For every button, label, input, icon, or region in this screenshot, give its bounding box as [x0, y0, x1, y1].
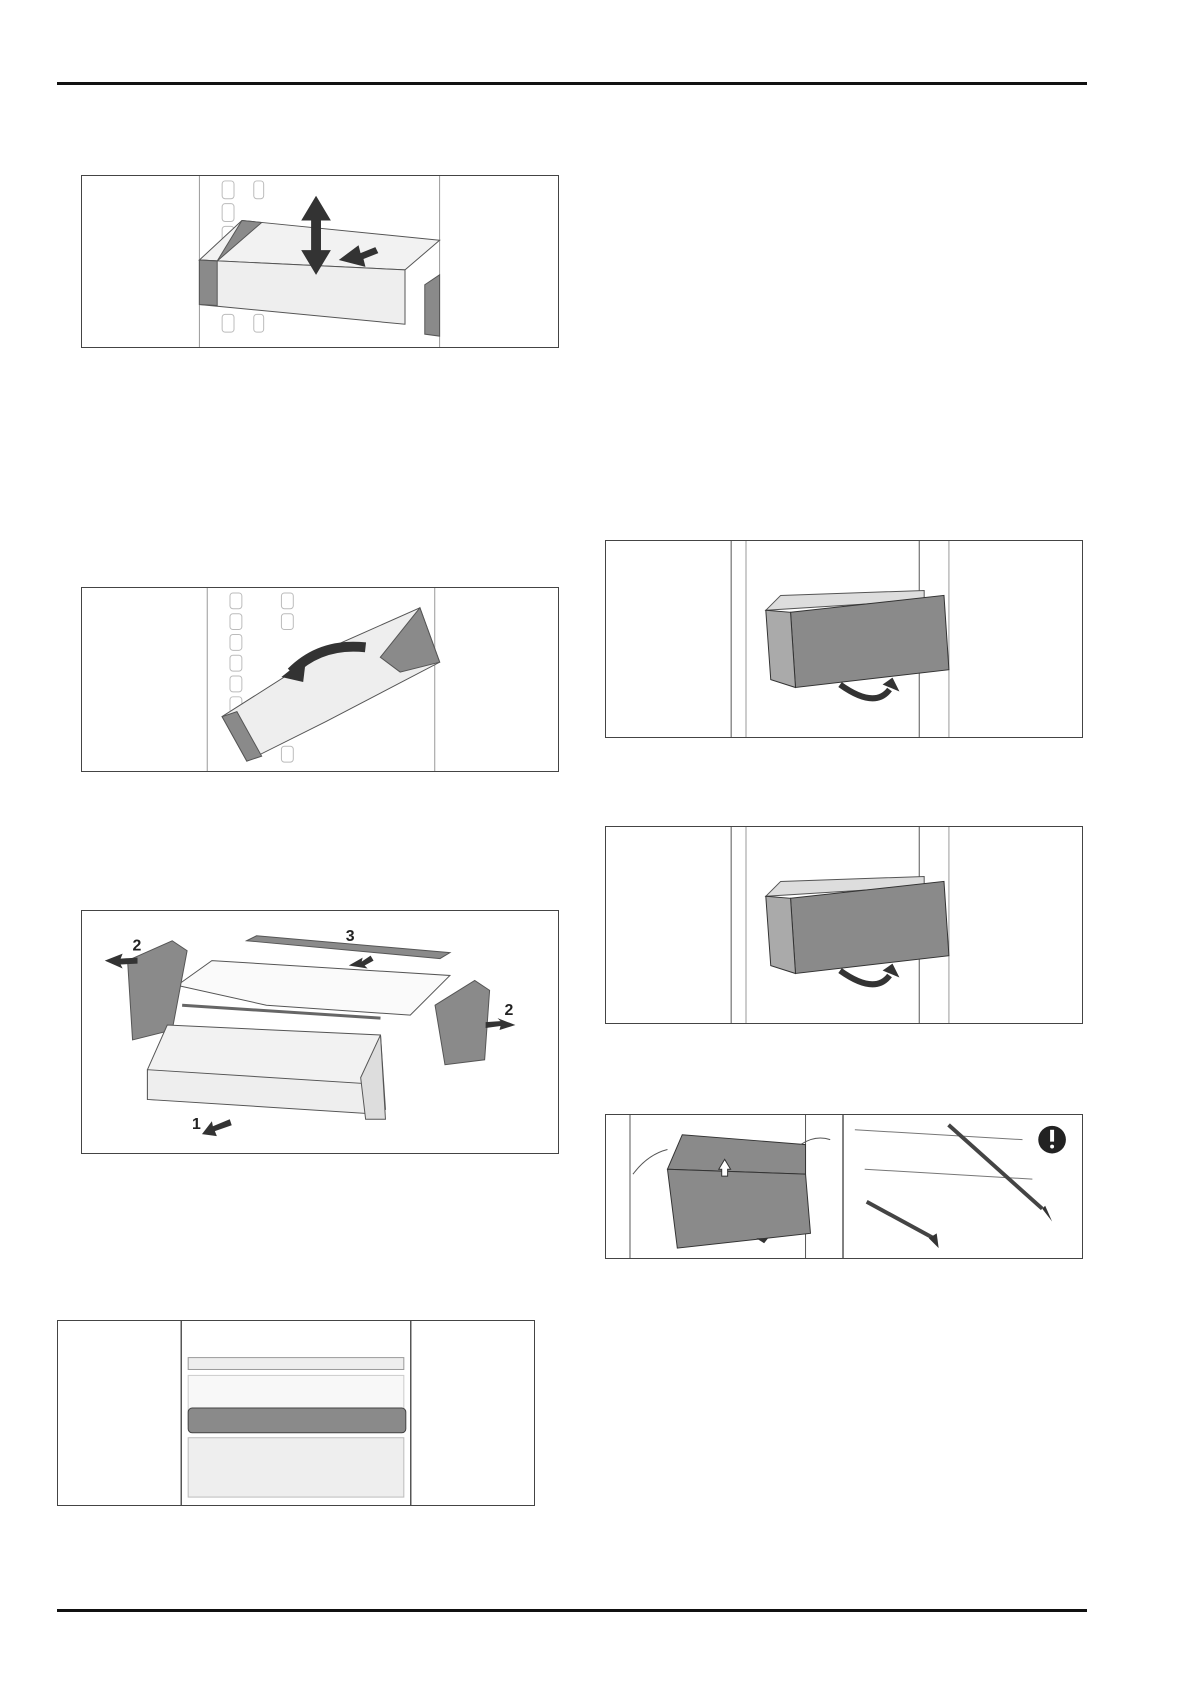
figure-drawer-rails [605, 1114, 1083, 1259]
drawer-close-drawing [606, 827, 1082, 1023]
step-label-3: 3 [346, 928, 355, 945]
shelf-tilt-drawing [82, 588, 558, 771]
footer-rule [57, 1609, 1087, 1612]
step-label-2-left: 2 [133, 938, 142, 955]
step-label-2-right: 2 [504, 1002, 513, 1019]
fridge-interior-drawing [58, 1321, 534, 1505]
drawer-open-drawing [606, 541, 1082, 737]
drawer-rails-drawing [606, 1115, 1082, 1258]
crisper-disassembly-drawing: 2 3 2 1 [82, 911, 558, 1153]
header-rule [57, 82, 1087, 85]
figure-shelf-adjust [81, 175, 559, 348]
figure-drawer-front-open [605, 540, 1083, 738]
lift-arrow-icon [883, 964, 900, 978]
figure-drawer-front-close [605, 826, 1083, 1024]
shelf-adjust-drawing [82, 176, 558, 347]
step-label-1: 1 [192, 1116, 201, 1133]
figure-crisper-disassembly: 2 3 2 1 [81, 910, 559, 1154]
figure-shelf-tilt [81, 587, 559, 772]
lift-arrow-icon [883, 678, 900, 692]
figure-fridge-interior [57, 1320, 535, 1506]
